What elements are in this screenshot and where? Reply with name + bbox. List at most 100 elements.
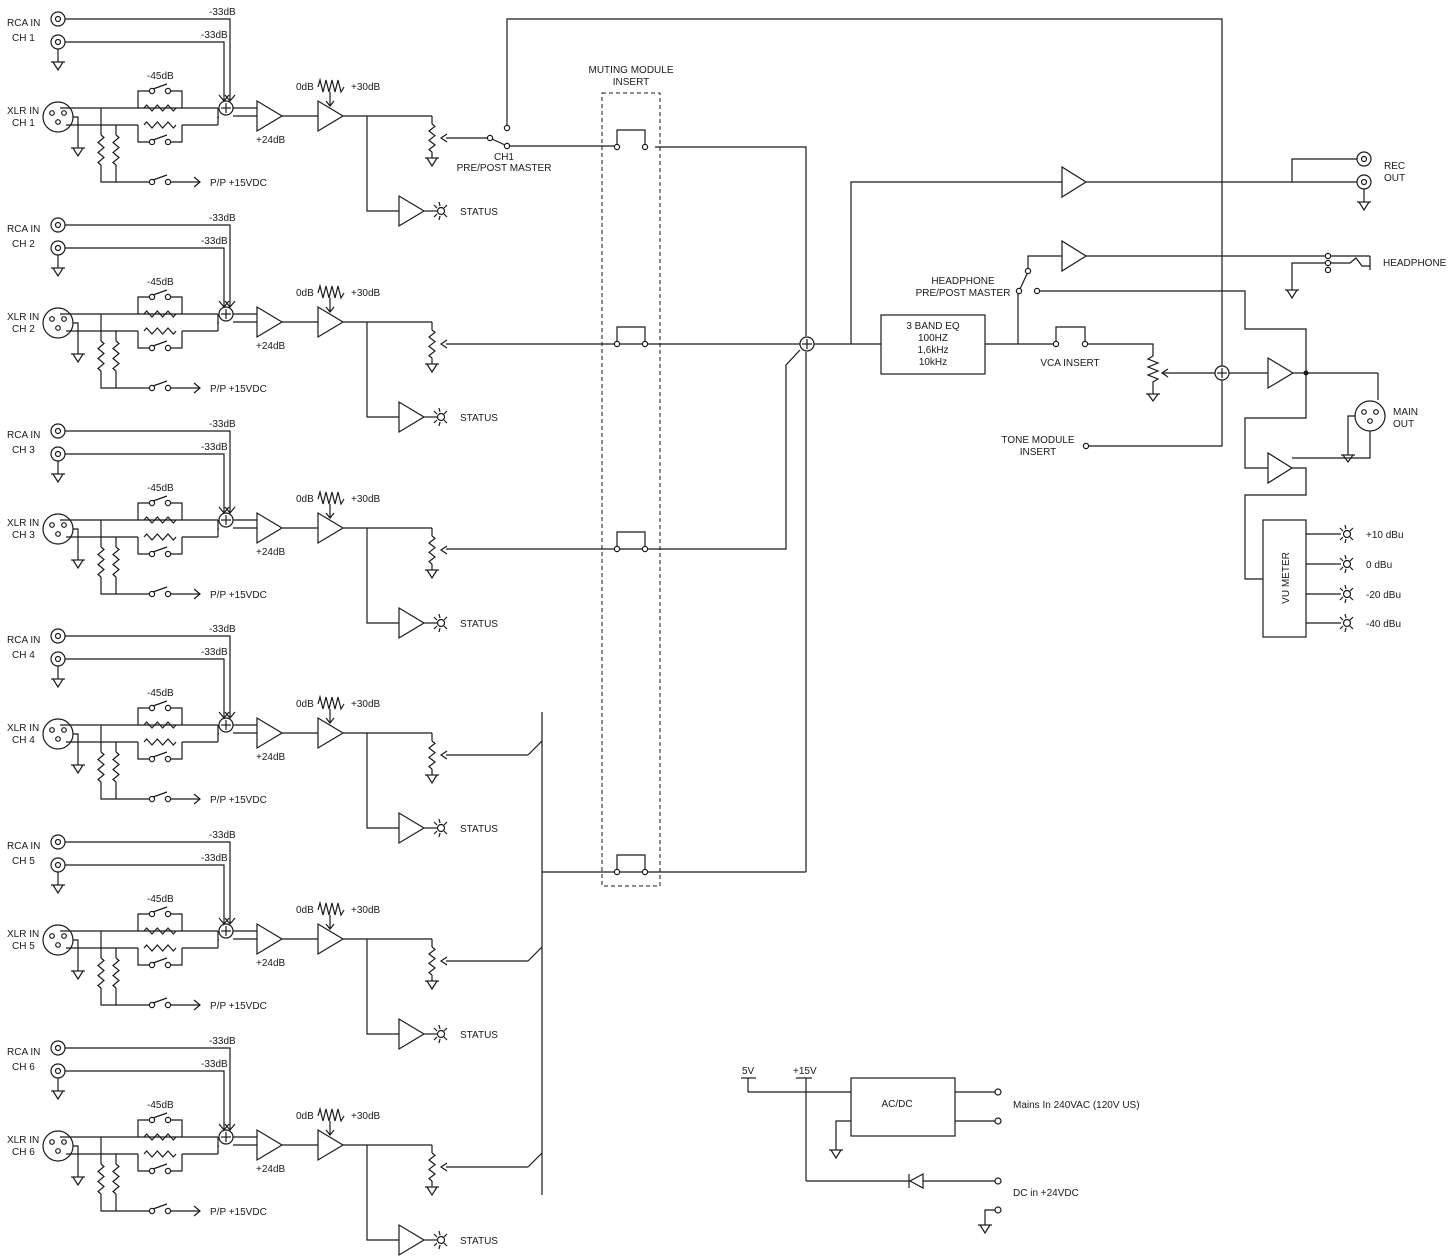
rca-gain-label: -33dB <box>201 30 228 41</box>
rca-in-label: RCA IN <box>7 841 40 852</box>
vu-level-label: 0 dBu <box>1366 560 1392 571</box>
pad-gain-label: -45dB <box>147 894 174 905</box>
preamp-gain-label: +24dB <box>256 547 286 558</box>
preamp-triangle <box>256 305 284 339</box>
eq-label-1: 3 BAND EQ <box>906 321 960 332</box>
status-label: STATUS <box>460 824 498 835</box>
eq-label-3: 1,6kHz <box>917 345 948 356</box>
trim-min-label: 0dB <box>296 288 314 299</box>
xlr-connector <box>42 513 74 545</box>
power-section: 5V +15V AC/DC Mains In 240VAC (120V US) … <box>741 1066 1140 1235</box>
rec-out-label-1: REC <box>1384 161 1405 172</box>
channel-name: CH 2 <box>12 324 35 335</box>
status-label: STATUS <box>460 413 498 424</box>
channel-name: CH 4 <box>12 650 35 661</box>
trim-max-label: +30dB <box>351 82 381 93</box>
rca-gain-label: -33dB <box>209 419 236 430</box>
phantom-power-label: P/P +15VDC <box>210 1207 267 1218</box>
xlr-in-label: XLR IN <box>7 723 39 734</box>
pad-gain-label: -45dB <box>147 483 174 494</box>
status-label: STATUS <box>460 1030 498 1041</box>
muting-module-insert: MUTING MODULE INSERT <box>589 65 674 887</box>
5v-label: 5V <box>742 1066 755 1077</box>
vca-insert-label: VCA INSERT <box>1040 358 1099 369</box>
pad-gain-label: -45dB <box>147 277 174 288</box>
trim-amp-triangle <box>317 305 345 339</box>
trim-min-label: 0dB <box>296 699 314 710</box>
trim-max-label: +30dB <box>351 699 381 710</box>
rca-gain-label: -33dB <box>201 647 228 658</box>
channel-name: CH 4 <box>12 735 35 746</box>
eq-label-2: 100HZ <box>918 333 948 344</box>
tone-label-2: INSERT <box>1020 447 1057 458</box>
hp-switch-label-1: HEADPHONE <box>931 276 995 287</box>
vu-level-label: +10 dBu <box>1366 530 1404 541</box>
acdc-label: AC/DC <box>881 1099 912 1110</box>
preamp-gain-label: +24dB <box>256 1164 286 1175</box>
pad-gain-label: -45dB <box>147 688 174 699</box>
trim-min-label: 0dB <box>296 494 314 505</box>
rca-in-label: RCA IN <box>7 18 40 29</box>
trim-amp-triangle <box>317 716 345 750</box>
xlr-in-label: XLR IN <box>7 106 39 117</box>
trim-max-label: +30dB <box>351 905 381 916</box>
rec-out-jack-top <box>1356 151 1372 167</box>
muting-insert-ch3 <box>613 531 649 553</box>
15v-label: +15V <box>793 1066 817 1077</box>
channel-name: CH 6 <box>12 1147 35 1158</box>
trim-amp-triangle <box>317 1128 345 1162</box>
trim-max-label: +30dB <box>351 288 381 299</box>
muting-label-1: MUTING MODULE <box>589 65 674 76</box>
trim-min-label: 0dB <box>296 905 314 916</box>
status-buffer <box>398 606 426 640</box>
mains-in-label: Mains In 240VAC (120V US) <box>1013 1100 1140 1111</box>
status-buffer <box>398 1223 426 1257</box>
rca-gain-label: -33dB <box>201 1059 228 1070</box>
phantom-power-label: P/P +15VDC <box>210 178 267 189</box>
dc-in-label: DC in +24VDC <box>1013 1188 1079 1199</box>
xlr-connector <box>42 718 74 750</box>
rca-gain-label: -33dB <box>201 442 228 453</box>
rca-gain-label: -33dB <box>209 624 236 635</box>
status-label: STATUS <box>460 619 498 630</box>
trim-max-label: +30dB <box>351 1111 381 1122</box>
rca-gain-label: -33dB <box>209 7 236 18</box>
channel-name: CH 5 <box>12 856 35 867</box>
status-buffer <box>398 1017 426 1051</box>
preamp-gain-label: +24dB <box>256 135 286 146</box>
trim-amp-triangle <box>317 511 345 545</box>
trim-min-label: 0dB <box>296 1111 314 1122</box>
phantom-power-label: P/P +15VDC <box>210 795 267 806</box>
rca-in-label: RCA IN <box>7 635 40 646</box>
muting-insert-ch1 <box>613 129 649 151</box>
main-out-label-1: MAIN <box>1393 407 1418 418</box>
preamp-triangle <box>256 1128 284 1162</box>
preamp-gain-label: +24dB <box>256 341 286 352</box>
rca-gain-label: -33dB <box>201 236 228 247</box>
xlr-in-label: XLR IN <box>7 929 39 940</box>
eq-block: 3 BAND EQ 100HZ 1,6kHz 10kHz <box>880 291 1056 375</box>
phantom-power-label: P/P +15VDC <box>210 384 267 395</box>
xlr-connector <box>42 101 74 133</box>
main-out-xlr: MAIN OUT <box>1341 400 1418 464</box>
phantom-power-label: P/P +15VDC <box>210 1001 267 1012</box>
channel-name: CH 5 <box>12 941 35 952</box>
vu-level-label: -40 dBu <box>1366 619 1401 630</box>
rec-out-jack-bottom <box>1356 174 1372 190</box>
tone-label-1: TONE MODULE <box>1001 435 1074 446</box>
muting-insert-ch4 <box>613 854 649 876</box>
pad-gain-label: -45dB <box>147 1100 174 1111</box>
trim-amp-triangle <box>317 922 345 956</box>
channel-name: CH 2 <box>12 239 35 250</box>
status-buffer <box>398 194 426 228</box>
ch1-switch-label-2: PRE/POST MASTER <box>457 163 552 174</box>
hp-switch-label-2: PRE/POST MASTER <box>916 288 1011 299</box>
trim-max-label: +30dB <box>351 494 381 505</box>
vca-insert: VCA INSERT <box>1040 326 1215 403</box>
